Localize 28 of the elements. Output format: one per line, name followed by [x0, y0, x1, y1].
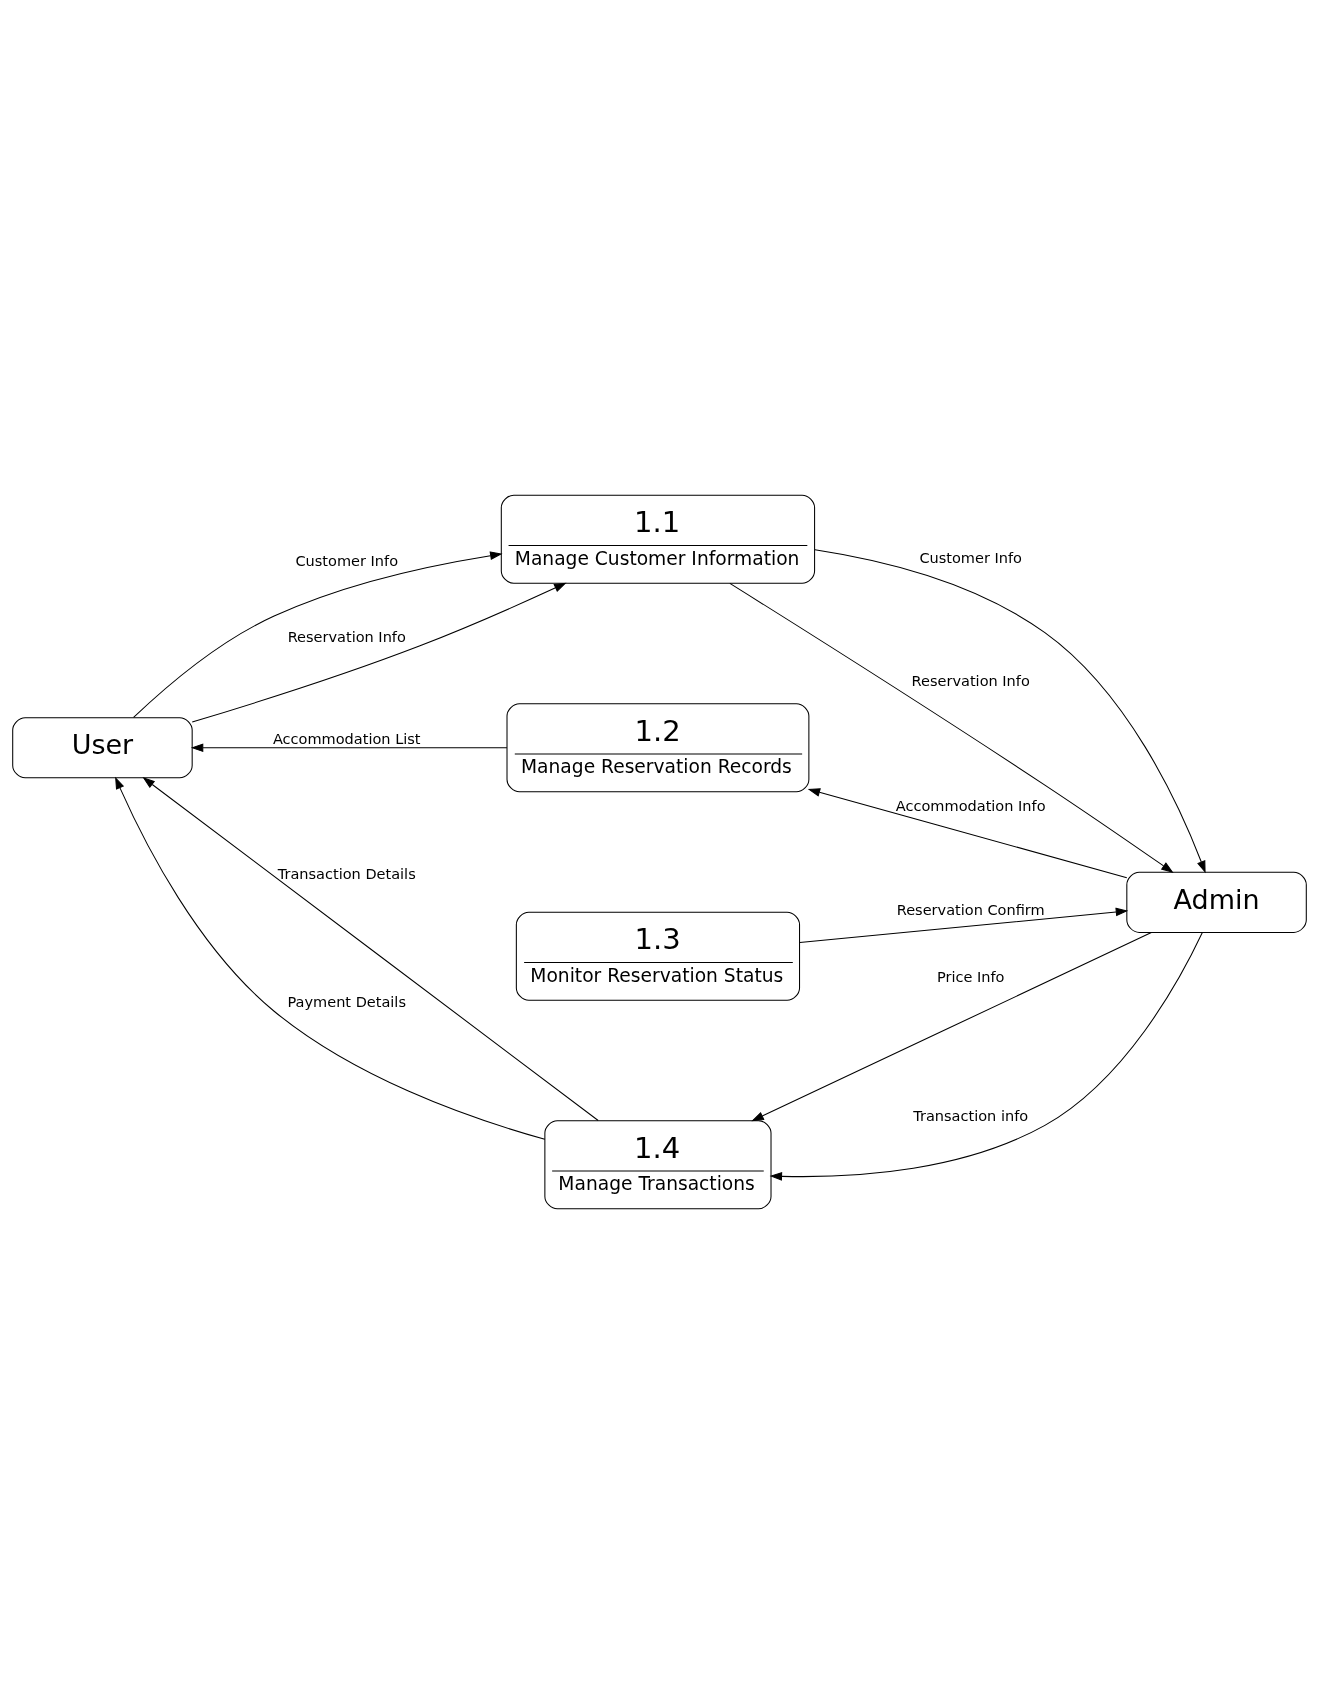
edge-label: Transaction info [913, 1108, 1029, 1125]
arrow [814, 549, 1206, 874]
edge-label: Accommodation Info [895, 798, 1046, 815]
node-box: 1.3 Monitor Reservation Status [515, 911, 801, 1001]
node-box: User [12, 717, 193, 779]
edge-label: Reservation Confirm [896, 901, 1045, 918]
edge-label: Payment Details [287, 994, 406, 1011]
edge-label: Accommodation List [272, 730, 421, 747]
arrow [115, 776, 546, 1140]
arrow [769, 931, 1203, 1181]
arrow [191, 582, 567, 723]
node-box: Admin [1126, 871, 1307, 933]
arrow [751, 932, 1152, 1122]
arrow [142, 777, 599, 1121]
edge-label: Customer Info [295, 553, 399, 570]
edge-label: Transaction Details [277, 865, 416, 882]
arrow [799, 907, 1129, 944]
edge-label: Price Info [936, 969, 1005, 986]
edge-label: Customer Info [919, 550, 1023, 567]
edge-label: Reservation Info [287, 629, 406, 646]
edge-label: Reservation Info [911, 672, 1030, 689]
node-box: 1.2 Manage Reservation Records [506, 703, 810, 793]
node-box: 1.1 Manage Customer Information [500, 494, 816, 584]
node-box: 1.4 Manage Transactions [544, 1120, 772, 1210]
arrow [133, 551, 503, 718]
arrow [807, 788, 1128, 879]
arrow [729, 582, 1174, 873]
arrow [190, 743, 508, 753]
